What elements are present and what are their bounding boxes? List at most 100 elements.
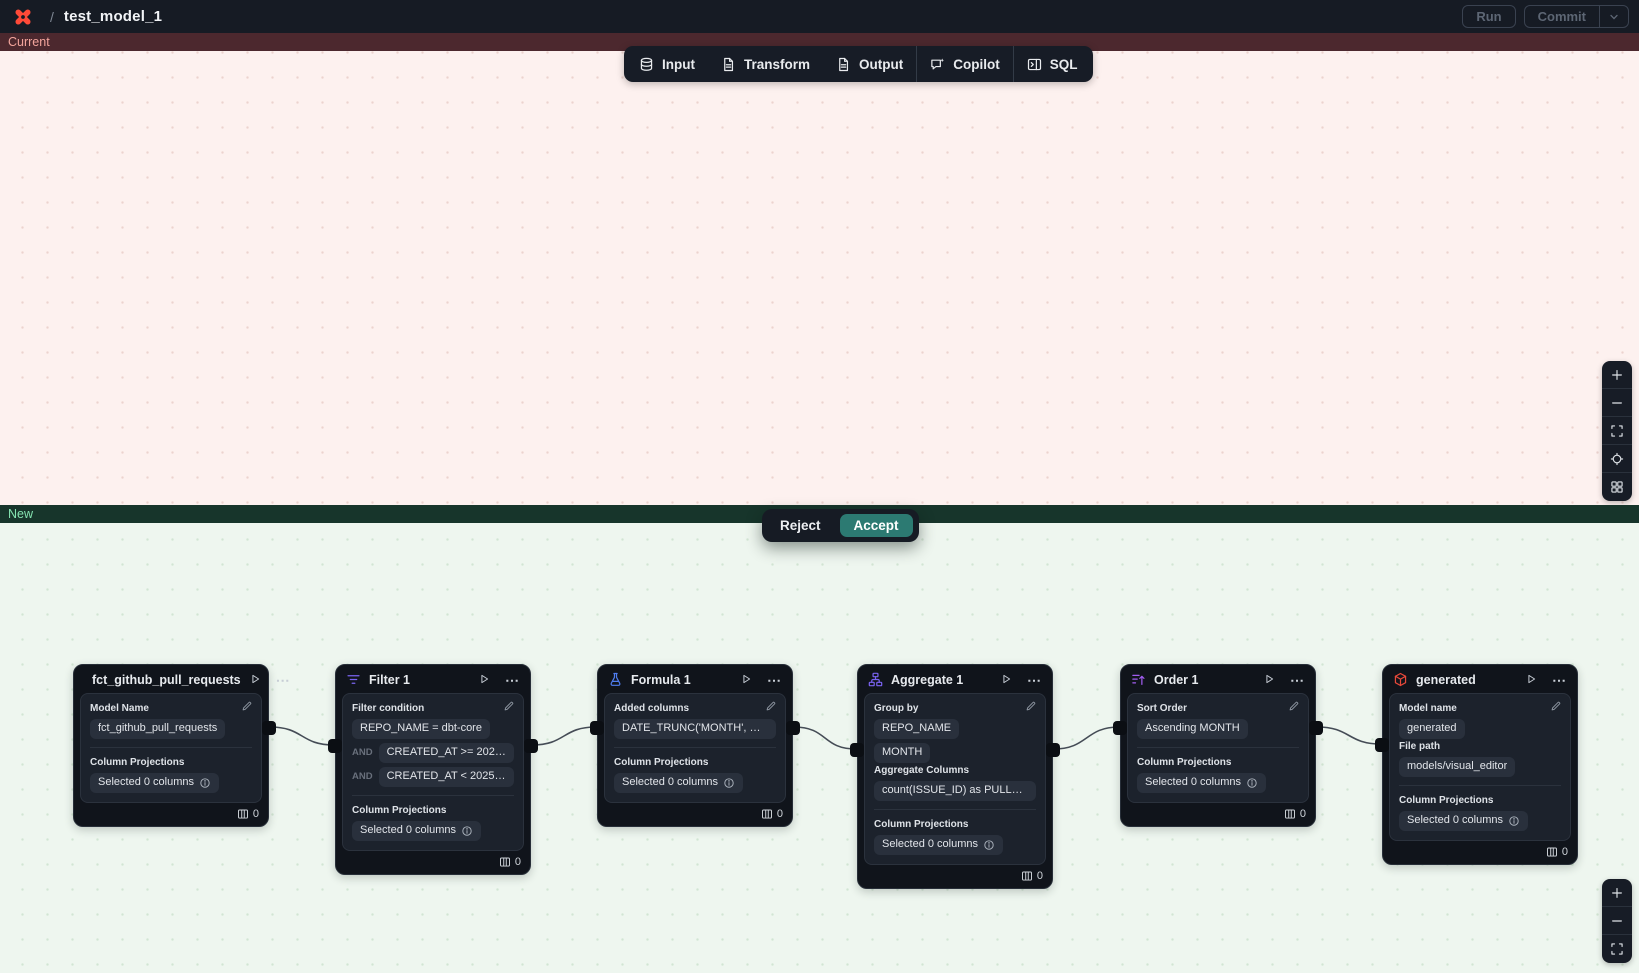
input-handle[interactable]: [1375, 738, 1389, 752]
filter-icon: [347, 675, 360, 684]
breadcrumb-separator: /: [50, 8, 54, 25]
toolbar-item-sql[interactable]: SQL: [1014, 46, 1091, 82]
node-run-button[interactable]: [1000, 673, 1012, 687]
info-trigger[interactable]: [723, 777, 735, 789]
toolbar-item-transform[interactable]: Transform: [708, 46, 823, 82]
node-menu-button[interactable]: ⋯: [275, 671, 291, 688]
accept-button[interactable]: Accept: [839, 514, 913, 537]
node-menu-button[interactable]: ⋯: [1552, 671, 1567, 688]
fit-view-button[interactable]: [1602, 935, 1632, 963]
toolbar-item-label: Input: [662, 56, 695, 72]
section-row: models/visual_editor: [1399, 756, 1561, 777]
nav-actions: Run Commit: [1462, 5, 1631, 28]
locate-button[interactable]: [1602, 445, 1632, 473]
zoom-in-button[interactable]: [1602, 361, 1632, 389]
section-label: Column Projections: [1137, 756, 1232, 768]
node-menu-button[interactable]: ⋯: [767, 671, 782, 688]
run-button[interactable]: Run: [1462, 5, 1516, 28]
node-title: generated: [1416, 672, 1476, 687]
play-icon: [743, 674, 751, 683]
columns-icon: [1284, 809, 1295, 819]
diff-actions-bar: Reject Accept: [762, 509, 919, 542]
play-icon: [1266, 674, 1274, 683]
zoom-out-button[interactable]: [1602, 389, 1632, 417]
section-row: Selected 0 columns: [1137, 772, 1299, 793]
value-pill: Selected 0 columns: [1399, 810, 1528, 831]
output-handle[interactable]: [524, 739, 538, 753]
node-run-button[interactable]: [1263, 673, 1275, 687]
output-handle[interactable]: [786, 721, 800, 735]
value-pill: Selected 0 columns: [90, 772, 219, 793]
copilot-chat-icon: [931, 58, 945, 69]
node-menu-button[interactable]: ⋯: [505, 671, 520, 688]
node-run-button[interactable]: [249, 673, 261, 687]
toolbar-item-copilot[interactable]: Copilot: [917, 46, 1013, 82]
condition-prefix: AND: [352, 771, 373, 783]
node-run-button[interactable]: [478, 673, 490, 687]
output-handle[interactable]: [262, 721, 276, 735]
edit-pencil-button[interactable]: [241, 700, 253, 715]
zoom-out-button[interactable]: [1602, 907, 1632, 935]
toolbar-item-output[interactable]: Output: [823, 46, 916, 82]
node-footer: 0: [74, 803, 268, 826]
node-header: Order 1 ⋯: [1121, 665, 1315, 693]
grid-layout-button[interactable]: [1602, 473, 1632, 501]
play-icon: [252, 674, 259, 683]
current-canvas[interactable]: [0, 51, 1639, 505]
commit-button[interactable]: Commit: [1525, 6, 1599, 27]
output-handle[interactable]: [1046, 743, 1060, 757]
chevron-down-icon: [1610, 14, 1618, 20]
node-run-button[interactable]: [740, 673, 752, 687]
info-trigger[interactable]: [461, 825, 473, 837]
node-run-button[interactable]: [1525, 673, 1537, 687]
new-pane-label: New: [8, 507, 34, 521]
input-handle[interactable]: [850, 743, 864, 757]
play-icon: [1528, 674, 1536, 683]
output-handle[interactable]: [1309, 721, 1323, 735]
reject-button[interactable]: Reject: [768, 514, 833, 537]
info-trigger[interactable]: [199, 777, 211, 789]
node-section: Aggregate Columns count(ISSUE_ID) as PULL…: [874, 764, 1036, 801]
info-trigger[interactable]: [983, 839, 995, 851]
dbt-logo[interactable]: [12, 6, 34, 28]
section-label: Column Projections: [352, 804, 447, 816]
commit-dropdown-button[interactable]: [1599, 6, 1628, 27]
edit-pencil-button[interactable]: [503, 700, 515, 715]
node-header: fct_github_pull_requests ⋯: [74, 665, 290, 693]
input-handle[interactable]: [590, 721, 604, 735]
fit-view-button[interactable]: [1602, 417, 1632, 445]
node-menu-button[interactable]: ⋯: [1290, 671, 1305, 688]
value-pill: count(ISSUE_ID) as PULL_REQUEST_…: [874, 780, 1036, 801]
pencil-icon: [766, 701, 776, 711]
info-trigger[interactable]: [1246, 777, 1258, 789]
columns-icon: [499, 857, 510, 867]
fit-view-icon: [1611, 943, 1623, 955]
pencil-icon: [242, 701, 252, 711]
node-menu-button[interactable]: ⋯: [1027, 671, 1042, 688]
node-footer: 0: [1121, 803, 1315, 826]
info-trigger[interactable]: [1508, 815, 1520, 827]
current-pane-label: Current: [8, 35, 50, 49]
value-pill: fct_github_pull_requests: [90, 719, 226, 739]
zoom-in-button[interactable]: [1602, 879, 1632, 907]
section-label: Aggregate Columns: [874, 764, 970, 776]
edit-pencil-button[interactable]: [1550, 700, 1562, 715]
toolbar-item-input[interactable]: Input: [626, 46, 708, 82]
edit-pencil-button[interactable]: [1025, 700, 1037, 715]
input-handle[interactable]: [328, 739, 342, 753]
edit-pencil-button[interactable]: [1288, 700, 1300, 715]
edit-pencil-button[interactable]: [765, 700, 777, 715]
input-handle[interactable]: [1113, 721, 1127, 735]
value-pill: Ascending MONTH: [1137, 719, 1248, 739]
